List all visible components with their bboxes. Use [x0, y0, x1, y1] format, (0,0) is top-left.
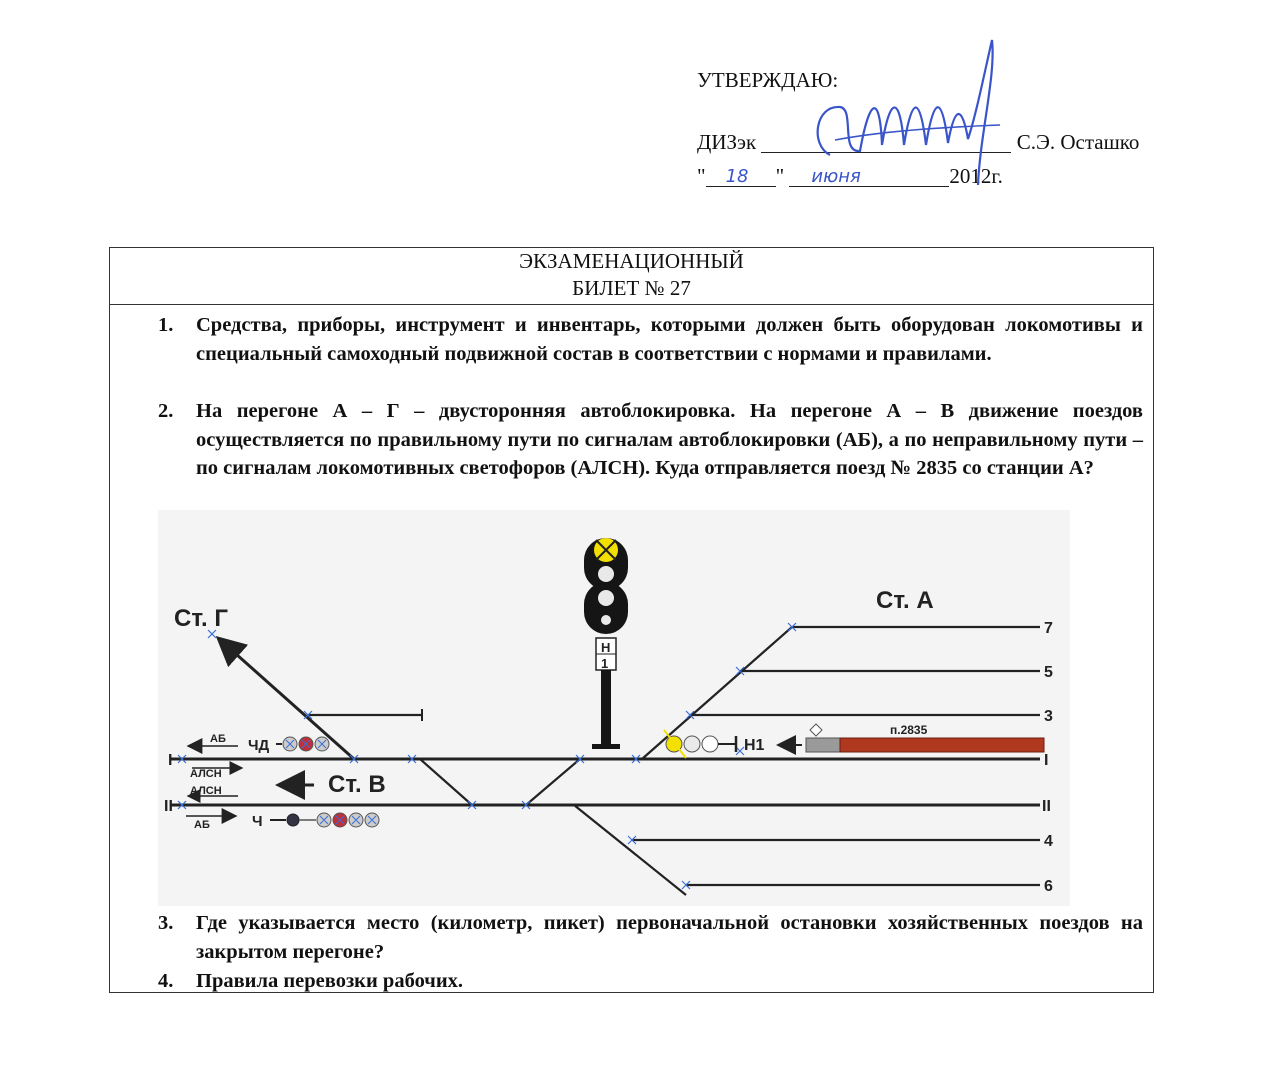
question-number: 2.: [158, 400, 174, 422]
question-3: 3. Где указывается место (километр, пике…: [158, 909, 1143, 966]
track-label-7: 7: [1044, 620, 1053, 637]
track-label-6: 6: [1044, 878, 1053, 895]
question-text: Где указывается место (километр, пикет) …: [196, 912, 1143, 963]
plate-bottom-text: 1: [601, 656, 608, 671]
train-2835: [805, 723, 1045, 753]
alsn-label-1: АЛСН: [190, 768, 222, 780]
plate-top-text: Н: [601, 640, 610, 655]
date-day-field: 18: [705, 166, 776, 187]
date-day: 18: [725, 166, 749, 187]
track-label-I-left: I: [168, 752, 172, 769]
approval-position-row: ДИЗэк С.Э. Осташко: [697, 132, 1139, 153]
approval-name: С.Э. Осташко: [1016, 130, 1140, 154]
question-text: На перегоне А – Г – двусторонняя автобло…: [196, 400, 1143, 479]
question-1: 1. Средства, приборы, инструмент и инвен…: [158, 311, 1143, 368]
station-a-tracks: [419, 625, 1040, 896]
track-label-3: 3: [1044, 708, 1053, 725]
railway-diagram: 7 5 3 I II 4 6 I II Ст. Г Ст. А Ст. В АБ…: [158, 510, 1070, 906]
ab-label-1: АБ: [210, 733, 226, 745]
question-number: 3.: [158, 912, 174, 934]
approval-position: ДИЗэк: [697, 130, 757, 154]
crossover-right: [525, 758, 581, 806]
joint-marks: [177, 622, 797, 890]
question-number: 1.: [158, 314, 174, 336]
ticket-header: ЭКЗАМЕНАЦИОННЫЙ БИЛЕТ № 27: [110, 248, 1153, 305]
question-text: Средства, приборы, инструмент и инвентар…: [196, 314, 1143, 365]
train-cars: [839, 737, 1045, 753]
signal-chd: [276, 736, 330, 752]
exam-ticket: ЭКЗАМЕНАЦИОННЫЙ БИЛЕТ № 27: [109, 247, 1154, 993]
track-label-4: 4: [1044, 833, 1053, 850]
question-number: 4.: [158, 970, 174, 992]
dwarf-signal-n1: [663, 729, 738, 759]
approval-heading: УТВЕРЖДАЮ:: [697, 68, 839, 92]
date-year: 2012г.: [949, 164, 1003, 188]
station-a-label: Ст. А: [876, 587, 934, 614]
question-2: 2. На перегоне А – Г – двусторонняя авто…: [158, 397, 1143, 483]
mast-signal-n1: Н 1: [584, 538, 628, 749]
station-v-label: Ст. В: [328, 771, 386, 798]
ab-label-2: АБ: [194, 819, 210, 831]
train-number-label: п.2835: [890, 723, 928, 737]
signal-ch-label: Ч: [252, 813, 263, 830]
question-text: Правила перевозки рабочих.: [196, 970, 464, 992]
track-label-II-right: II: [1042, 798, 1051, 815]
station-g-label: Ст. Г: [174, 605, 228, 632]
signal-h1-label: Н1: [744, 737, 765, 754]
handwritten-signature: [816, 39, 1001, 186]
ticket-title-line2: БИЛЕТ № 27: [572, 276, 691, 300]
line-to-station-g: [215, 636, 355, 761]
track-label-5: 5: [1044, 664, 1053, 681]
date-month: июня: [811, 166, 861, 187]
signature-line: [761, 132, 1012, 153]
crossover-left: [419, 758, 473, 806]
ticket-title-line1: ЭКЗАМЕНАЦИОННЫЙ: [519, 249, 744, 273]
signal-chd-label: ЧД: [248, 737, 270, 754]
track-label-I-right: I: [1044, 752, 1048, 769]
question-4: 4. Правила перевозки рабочих.: [158, 967, 1143, 996]
signal-ch: [270, 812, 380, 828]
locomotive: [805, 737, 841, 753]
alsn-label-2: АЛСН: [190, 785, 222, 797]
date-month-field: июня: [789, 166, 950, 187]
track-label-II-left: II: [164, 798, 173, 815]
